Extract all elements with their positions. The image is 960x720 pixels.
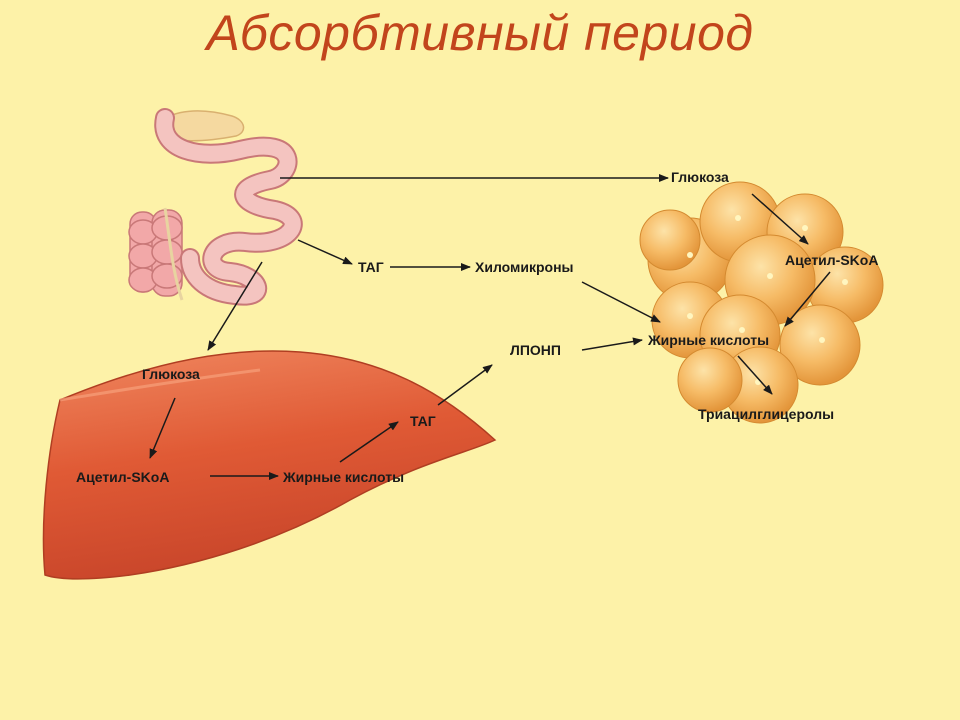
- arrow-intestine-to-tag: [297, 239, 353, 265]
- label-liver-fatty-acids: Жирные кислоты: [283, 469, 405, 485]
- arrow-lponp-to-fatty-acids: [581, 337, 643, 351]
- arrow-intestine-to-liver: [207, 261, 263, 351]
- intestine-illustration: [128, 108, 303, 306]
- label-intestine-glucose: Глюкоза: [671, 169, 729, 185]
- label-chylomicrons: Хиломикроны: [475, 259, 574, 275]
- label-liver-tag: ТАГ: [410, 413, 436, 429]
- pathway-arrows: [149, 174, 831, 480]
- arrow-liver-glucose-to-acetyl: [149, 397, 176, 459]
- label-liver-acetyl: Ацетил-SKoA: [76, 469, 170, 485]
- label-triacylglycerols: Триацилглицеролы: [698, 406, 835, 422]
- arrow-fatty-acids-to-triacylglycerols: [737, 355, 773, 395]
- arrow-liver-fatty-acids-to-tag: [339, 421, 399, 463]
- slide-title: Абсорбтивный период: [206, 5, 754, 61]
- adipose-cells: [639, 181, 884, 424]
- arrow-acetyl-to-fatty-acids-adipose: [784, 271, 831, 327]
- arrow-liver-tag-to-lponp: [437, 364, 493, 406]
- colon-shape: [128, 209, 183, 297]
- arrow-glucose-to-acetyl-adipose: [751, 193, 809, 245]
- arrow-chylomicrons-to-fatty-acids: [581, 281, 661, 323]
- label-adipose-fatty-acids: Жирные кислоты: [648, 332, 770, 348]
- liver-shape: [42, 350, 497, 580]
- label-lponp: ЛПОНП: [510, 342, 561, 358]
- label-adipose-acetyl: Ацетил-SKoA: [785, 252, 879, 268]
- label-intestine-tag: ТАГ: [358, 259, 384, 275]
- label-liver-glucose: Глюкоза: [142, 366, 200, 382]
